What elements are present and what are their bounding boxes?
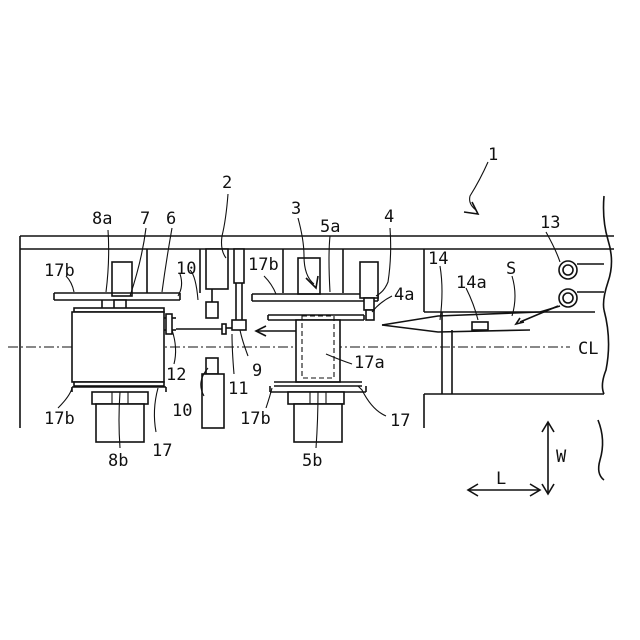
label-4: 4: [384, 207, 394, 227]
label-17-left: 17: [152, 441, 172, 461]
label-3: 3: [291, 199, 301, 219]
feeder: [382, 261, 604, 394]
label-CL: CL: [578, 339, 598, 359]
label-17a: 17a: [354, 353, 385, 373]
label-10-lower: 10: [172, 401, 192, 421]
label-13: 13: [540, 213, 560, 233]
label-10-upper: 10: [176, 259, 196, 279]
label-L: L: [496, 469, 506, 489]
direction-arrows: [468, 422, 554, 496]
center-unit: [252, 258, 378, 442]
label-W: W: [556, 447, 567, 467]
label-9: 9: [252, 361, 262, 381]
label-17b-left-top: 17b: [44, 261, 75, 281]
label-1: 1: [488, 145, 498, 165]
label-11: 11: [228, 379, 248, 399]
label-5a: 5a: [320, 217, 340, 237]
label-14a: 14a: [456, 273, 487, 293]
label-17b-center-top: 17b: [248, 255, 279, 275]
label-6: 6: [166, 209, 176, 229]
label-7: 7: [140, 209, 150, 229]
label-12: 12: [166, 365, 186, 385]
label-14: 14: [428, 249, 448, 269]
label-S: S: [506, 259, 516, 279]
label-17b-left-bottom: 17b: [44, 409, 75, 429]
label-17b-center-bottom: 17b: [240, 409, 271, 429]
label-4a: 4a: [394, 285, 414, 305]
label-8a: 8a: [92, 209, 112, 229]
label-8b: 8b: [108, 451, 128, 471]
label-2: 2: [222, 173, 232, 193]
label-17-right: 17: [390, 411, 410, 431]
label-5b: 5b: [302, 451, 322, 471]
